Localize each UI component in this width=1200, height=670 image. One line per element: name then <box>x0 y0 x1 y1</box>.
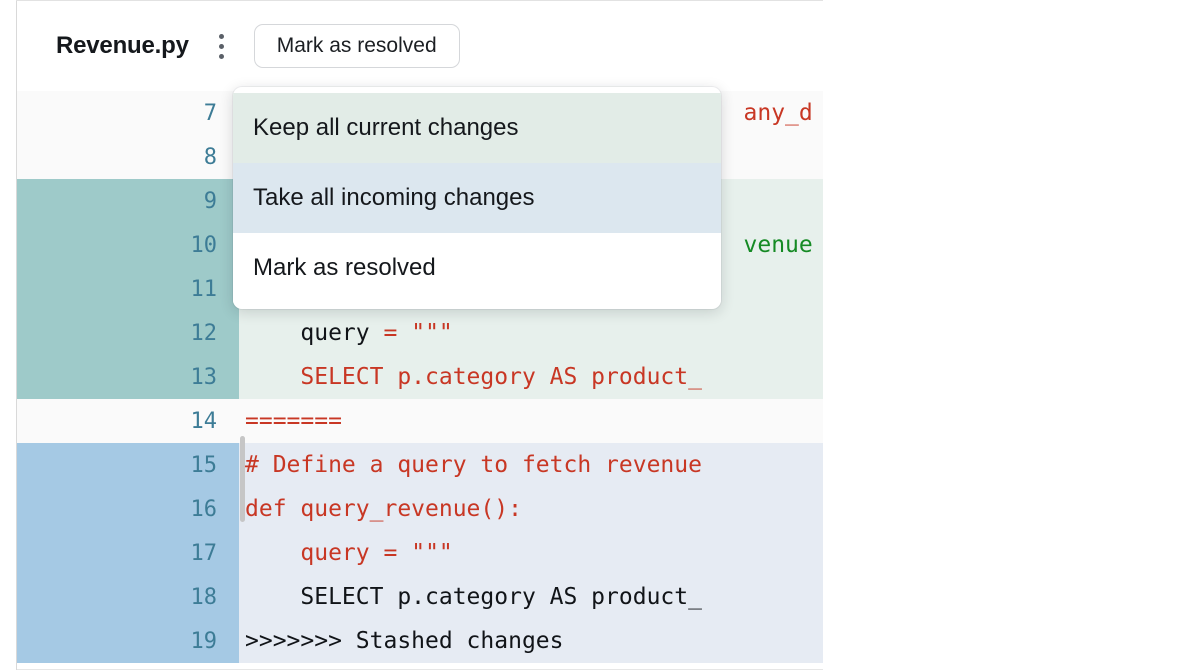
line-number: 11 <box>17 267 239 311</box>
code-line-content[interactable]: SELECT p.category AS product_ <box>239 355 823 399</box>
menu-item-3[interactable]: Mark as resolved <box>233 233 721 303</box>
code-token <box>370 320 384 346</box>
file-header: Revenue.py Mark as resolved <box>17 1 823 91</box>
code-line[interactable]: 12 query = """ <box>17 311 823 355</box>
code-token <box>370 540 384 566</box>
code-token: = <box>383 320 398 346</box>
code-token: SELECT p.category AS product_ <box>245 584 702 610</box>
line-number: 10 <box>17 223 239 267</box>
code-line-content[interactable]: ======= <box>239 399 823 443</box>
code-token: """ <box>411 320 453 346</box>
line-number: 16 <box>17 487 239 531</box>
code-token <box>397 320 411 346</box>
menu-item-1[interactable]: Keep all current changes <box>233 93 721 163</box>
kebab-dot <box>219 33 225 39</box>
code-line-content[interactable]: # Define a query to fetch revenue <box>239 443 823 487</box>
code-line-content[interactable]: def query_revenue(): <box>239 487 823 531</box>
code-token: any_d <box>743 100 813 126</box>
line-number: 8 <box>17 135 239 179</box>
code-token: venue <box>743 232 813 258</box>
line-number: 7 <box>17 91 239 135</box>
code-token <box>245 540 300 566</box>
code-line[interactable]: 18 SELECT p.category AS product_ <box>17 575 823 619</box>
code-token: >>>>>>> Stashed changes <box>245 628 564 654</box>
page-title: Revenue.py <box>56 32 189 59</box>
code-token: ======= <box>245 408 342 434</box>
line-number: 15 <box>17 443 239 487</box>
code-token: query <box>300 320 370 346</box>
code-token <box>397 540 411 566</box>
code-token <box>245 320 300 346</box>
menu-item-2[interactable]: Take all incoming changes <box>233 163 721 233</box>
line-number: 18 <box>17 575 239 619</box>
code-token: """ <box>411 540 453 566</box>
kebab-dot <box>219 43 225 49</box>
line-number: 14 <box>17 399 239 443</box>
line-number: 19 <box>17 619 239 663</box>
code-line[interactable]: 19>>>>>>> Stashed changes <box>17 619 823 663</box>
code-token: query <box>300 540 370 566</box>
line-number: 12 <box>17 311 239 355</box>
top-divider <box>16 0 823 1</box>
code-line-content[interactable]: >>>>>>> Stashed changes <box>239 619 823 663</box>
inner-scrollbar-thumb[interactable] <box>240 436 245 522</box>
left-divider <box>16 1 17 670</box>
code-line[interactable]: 13 SELECT p.category AS product_ <box>17 355 823 399</box>
code-line[interactable]: 15# Define a query to fetch revenue <box>17 443 823 487</box>
mark-as-resolved-button[interactable]: Mark as resolved <box>253 24 460 68</box>
code-line[interactable]: 14======= <box>17 399 823 443</box>
code-line-content[interactable]: query = """ <box>239 531 823 575</box>
kebab-menu-icon[interactable] <box>209 29 235 63</box>
code-line-content[interactable]: query = """ <box>239 311 823 355</box>
line-number: 13 <box>17 355 239 399</box>
code-line-content[interactable]: SELECT p.category AS product_ <box>239 575 823 619</box>
code-token: # Define a query to fetch revenue <box>245 452 702 478</box>
code-token: = <box>383 540 398 566</box>
code-token: def query_revenue(): <box>245 496 522 522</box>
code-token: SELECT p.category AS product_ <box>245 364 702 390</box>
line-number: 17 <box>17 531 239 575</box>
code-line[interactable]: 17 query = """ <box>17 531 823 575</box>
line-number: 9 <box>17 179 239 223</box>
kebab-dot <box>219 53 225 59</box>
